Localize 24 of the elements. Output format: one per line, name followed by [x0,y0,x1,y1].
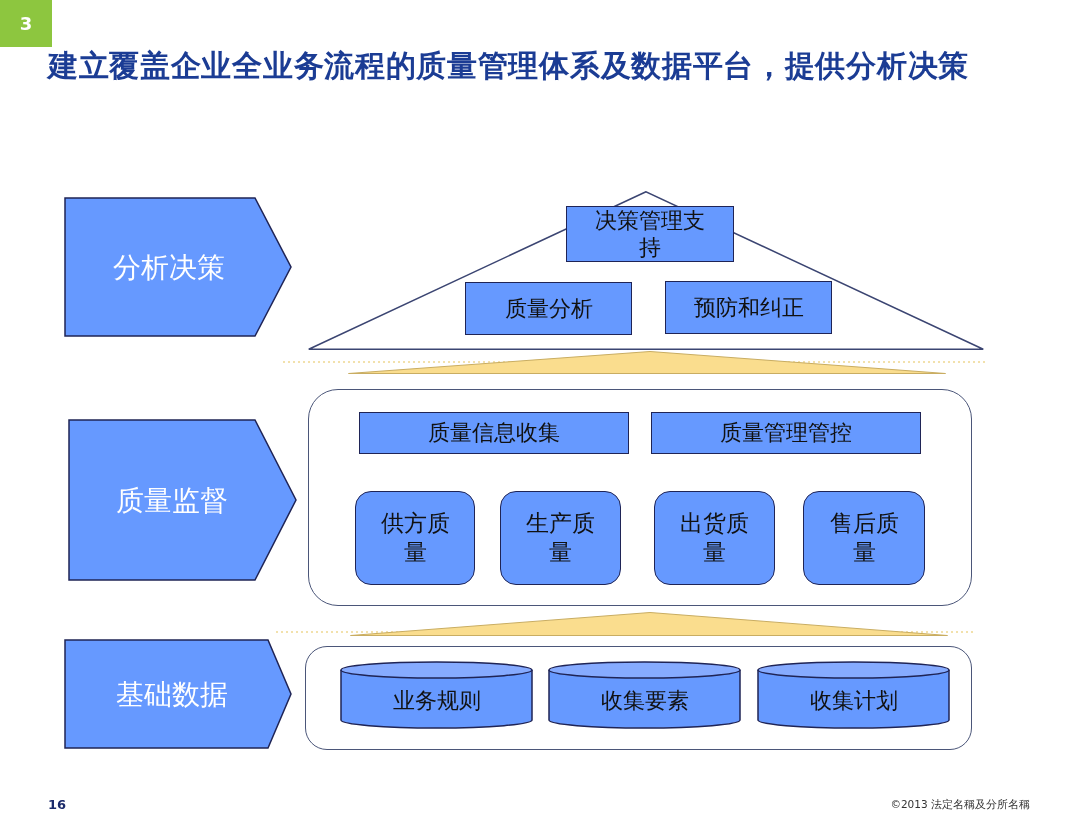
process-box: 预防和纠正 [665,281,832,334]
group-panel [305,646,972,750]
rounded-box: 售后质量 [803,491,925,585]
copyright-note: ©2013 法定名稱及分所名稱 [890,798,1030,812]
database-cylinder: 收集计划 [757,661,950,729]
title: 建立覆盖企业全业务流程的质量管理体系及数据平台，提供分析决策 [48,47,969,85]
database-cylinder: 业务规则 [340,661,533,729]
rounded-box: 供方质量 [355,491,475,585]
group-panel [308,389,972,606]
section-number-badge: 3 [0,0,52,47]
page-number: 16 [48,797,67,812]
support-wedge [350,612,948,636]
rounded-box: 出货质量 [654,491,775,585]
process-box: 质量管理管控 [651,412,921,454]
process-box: 质量分析 [465,282,632,335]
chevron-arrow: 分析决策 [64,197,292,337]
process-box: 决策管理支持 [566,206,734,262]
process-box: 质量信息收集 [359,412,629,454]
roof-triangle [308,191,984,350]
chevron-arrow: 基础数据 [64,639,292,749]
rounded-box: 生产质量 [500,491,621,585]
support-wedge [348,351,946,374]
chevron-arrow: 质量监督 [68,419,297,581]
database-cylinder: 收集要素 [548,661,741,729]
